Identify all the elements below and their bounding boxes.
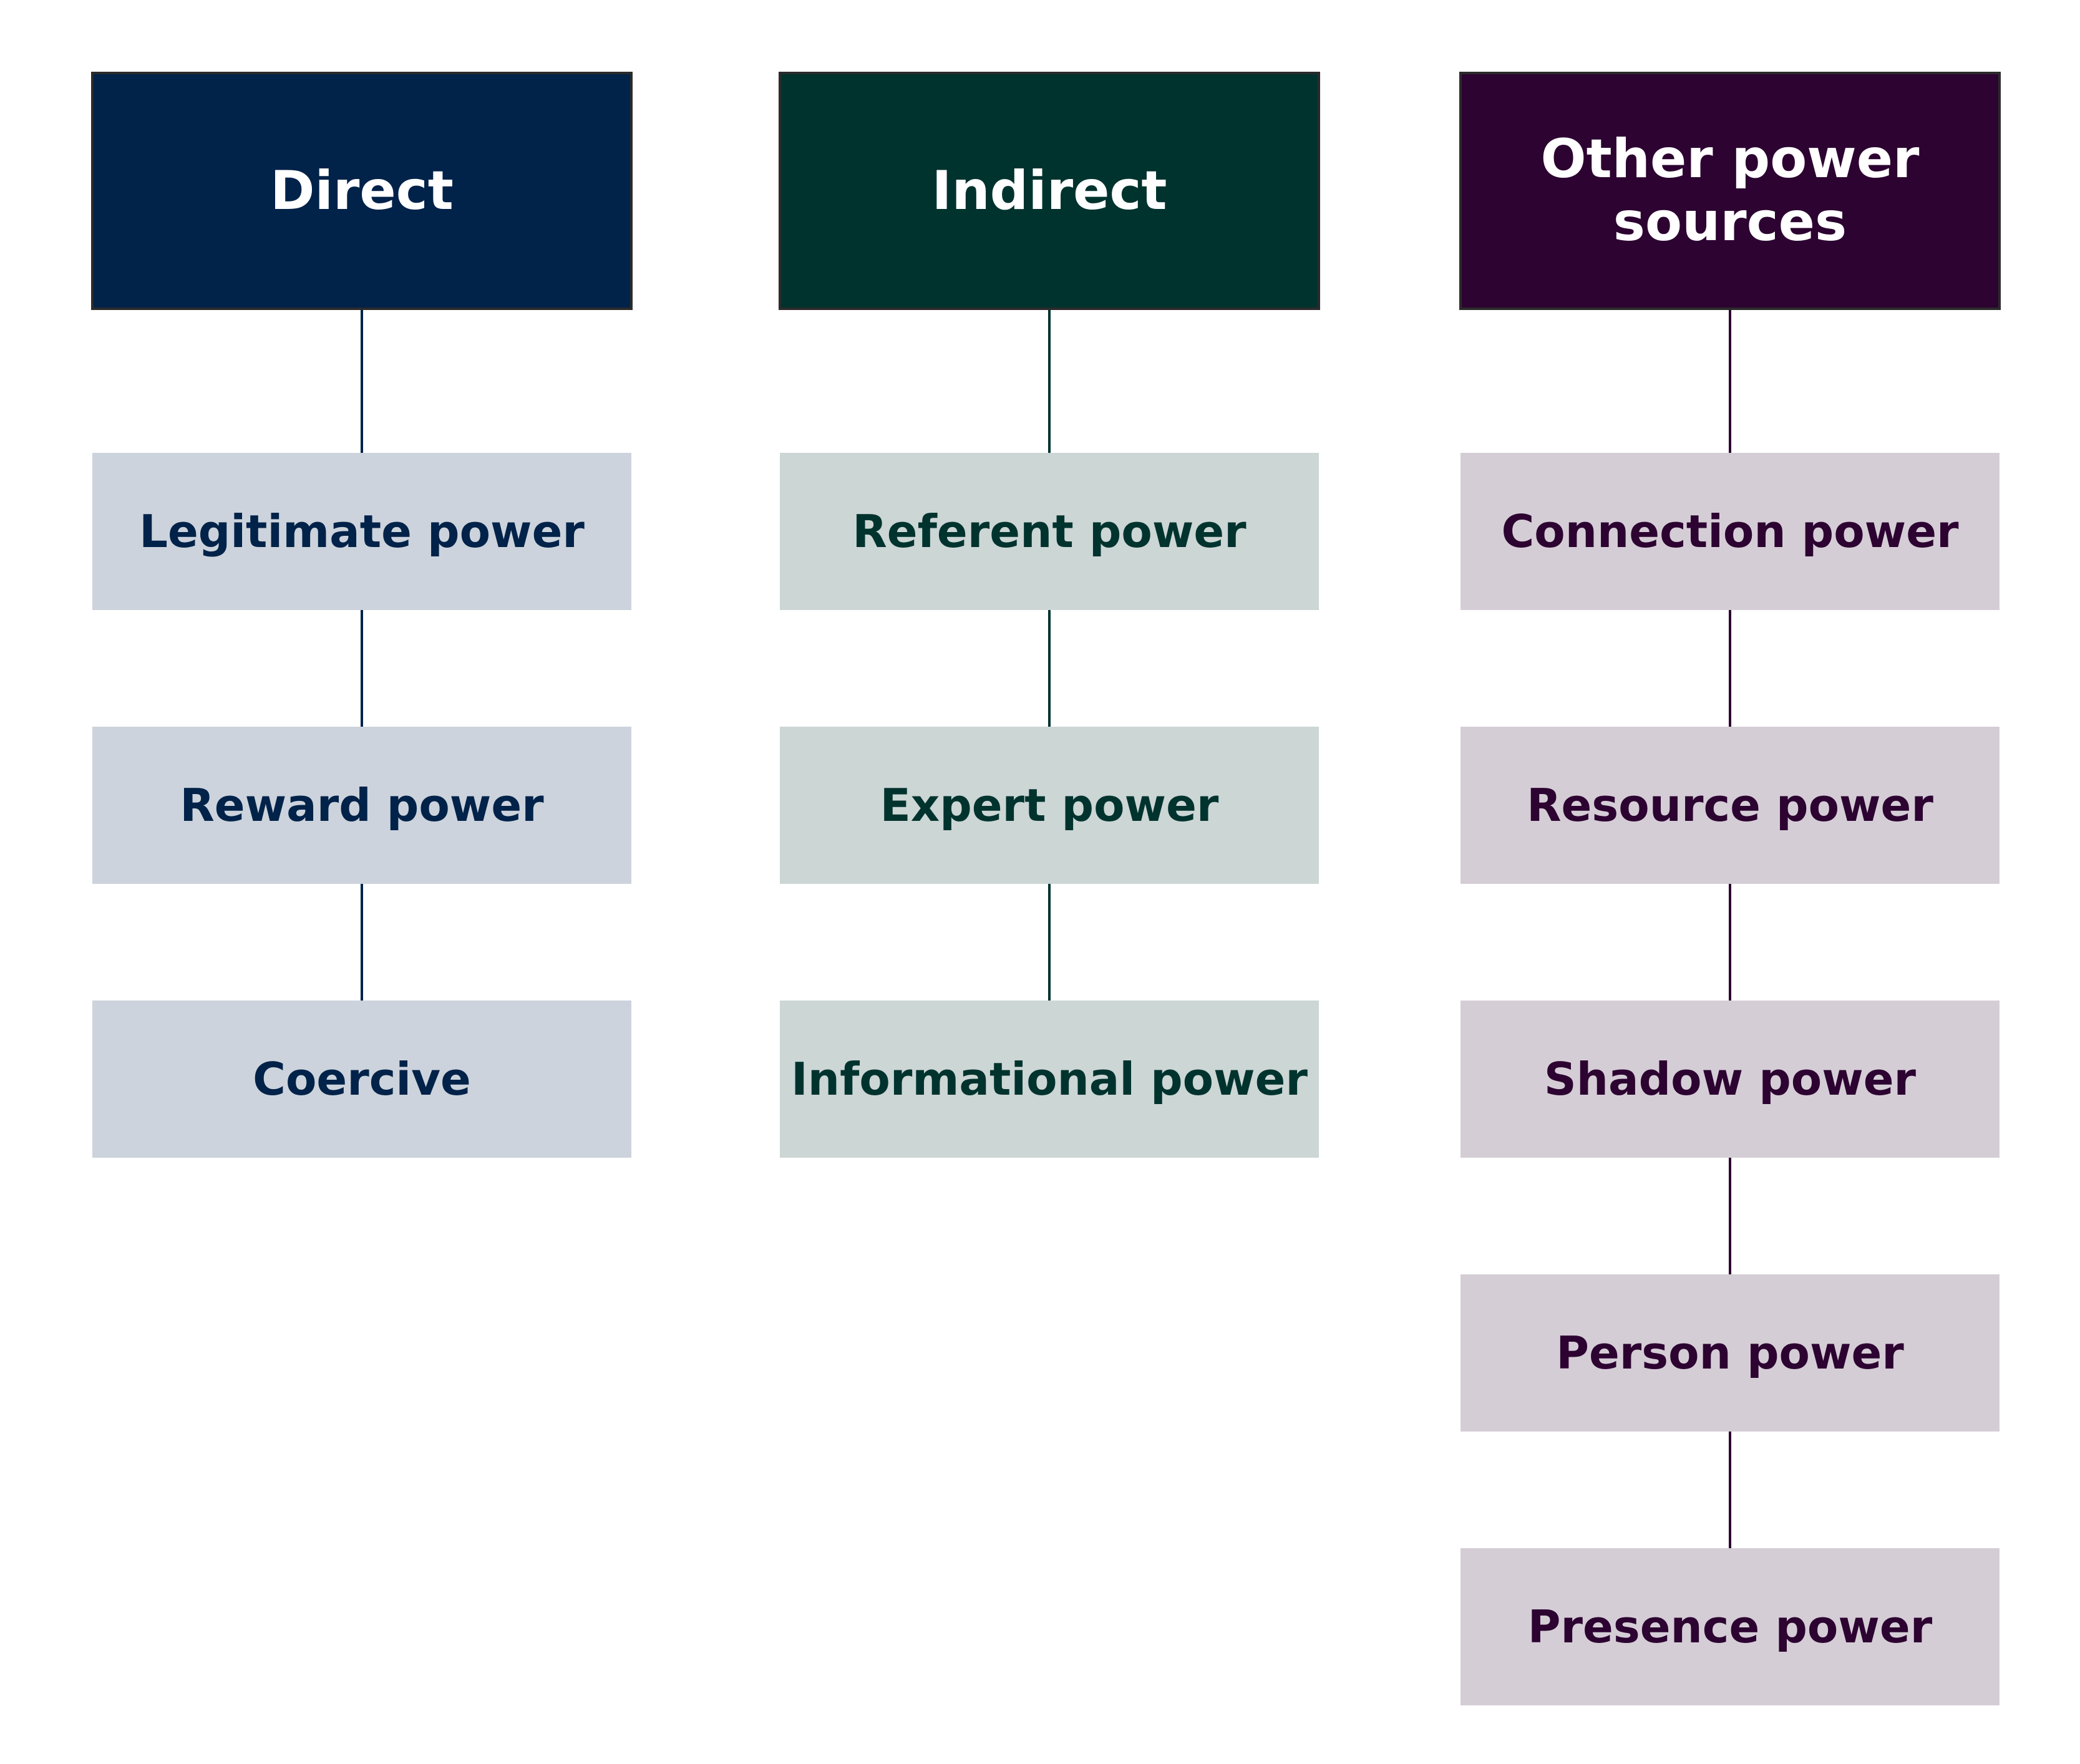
node-person-power: Person power — [1460, 1274, 2000, 1432]
column-other-power-sources: Other power sources Connection power Res… — [1459, 0, 2001, 1764]
connector-line — [1729, 1432, 1731, 1548]
header-other-label: Other power sources — [1540, 128, 1920, 253]
node-label: Connection power — [1501, 505, 1959, 558]
node-resource-power: Resource power — [1460, 727, 2000, 884]
node-connection-power: Connection power — [1460, 453, 2000, 610]
node-informational-power: Informational power — [780, 1001, 1319, 1158]
column-direct: Direct Legitimate power Reward power Coe… — [91, 0, 633, 1764]
node-label: Resource power — [1527, 779, 1933, 831]
node-expert-power: Expert power — [780, 727, 1319, 884]
header-other-power-sources: Other power sources — [1459, 72, 2001, 310]
node-label: Referent power — [852, 505, 1247, 558]
connector-line — [1048, 884, 1051, 1001]
node-label: Reward power — [180, 779, 544, 831]
connector-line — [1729, 884, 1731, 1001]
connector-line — [1729, 310, 1731, 453]
node-label: Shadow power — [1543, 1053, 1917, 1105]
connector-line — [361, 610, 363, 727]
node-label: Informational power — [791, 1053, 1308, 1105]
node-label: Person power — [1556, 1327, 1904, 1379]
node-reward-power: Reward power — [92, 727, 631, 884]
node-legitimate-power: Legitimate power — [92, 453, 631, 610]
node-coercive: Coercive — [92, 1001, 631, 1158]
header-indirect-label: Indirect — [931, 159, 1167, 222]
node-label: Legitimate power — [139, 505, 585, 558]
column-indirect: Indirect Referent power Expert power Inf… — [779, 0, 1320, 1764]
connector-line — [1048, 610, 1051, 727]
connector-line — [361, 310, 363, 453]
node-label: Presence power — [1527, 1601, 1933, 1653]
connector-line — [1729, 610, 1731, 727]
header-direct-label: Direct — [270, 159, 454, 222]
header-direct: Direct — [91, 72, 633, 310]
node-label: Expert power — [880, 779, 1219, 831]
node-label: Coercive — [253, 1053, 471, 1105]
connector-line — [1048, 310, 1051, 453]
connector-line — [361, 884, 363, 1001]
node-referent-power: Referent power — [780, 453, 1319, 610]
node-shadow-power: Shadow power — [1460, 1001, 2000, 1158]
header-indirect: Indirect — [779, 72, 1320, 310]
connector-line — [1729, 1158, 1731, 1274]
node-presence-power: Presence power — [1460, 1548, 2000, 1705]
